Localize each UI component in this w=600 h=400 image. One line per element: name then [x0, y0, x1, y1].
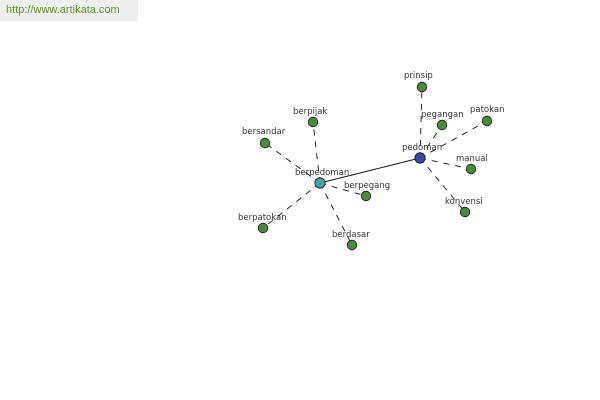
node-label-prinsip[interactable]: prinsip — [404, 71, 433, 81]
node-label-konvensi[interactable]: konvensi — [445, 197, 483, 207]
node-berpegang[interactable] — [360, 190, 372, 202]
edges-layer — [262, 86, 488, 246]
edge-pedoman-patokan — [419, 120, 488, 159]
node-berdasar[interactable] — [346, 239, 358, 251]
node-berpijak[interactable] — [307, 116, 319, 128]
node-manual[interactable] — [465, 163, 477, 175]
node-prinsip[interactable] — [416, 81, 428, 93]
labels-layer: pedoman berpedoman prinsip pegangan patokan m… — [238, 71, 505, 240]
node-label-berpedoman[interactable]: berpedoman — [295, 168, 349, 178]
edge-berpedoman-berpijak — [312, 121, 321, 184]
source-url-link[interactable]: http://www.artikata.com — [6, 4, 120, 16]
node-label-berdasar[interactable]: berdasar — [332, 230, 370, 240]
node-label-berpijak[interactable]: berpijak — [293, 107, 327, 117]
node-label-bersandar[interactable]: bersandar — [242, 127, 286, 137]
node-bersandar[interactable] — [259, 137, 271, 149]
node-patokan[interactable] — [481, 115, 493, 127]
edge-pedoman-berpedoman — [319, 157, 421, 184]
nodes-layer — [257, 81, 493, 251]
node-label-berpegang[interactable]: berpegang — [344, 181, 390, 191]
node-berpatokan[interactable] — [257, 222, 269, 234]
node-label-patokan[interactable]: patokan — [470, 105, 505, 115]
node-konvensi[interactable] — [459, 206, 471, 218]
edge-pedoman-manual — [419, 157, 472, 170]
edge-berpedoman-berpatokan — [262, 182, 321, 229]
node-berpedoman[interactable] — [314, 177, 326, 189]
node-pegangan[interactable] — [436, 119, 448, 131]
edge-berpedoman-berpegang — [319, 182, 367, 197]
node-label-pegangan[interactable]: pegangan — [421, 110, 464, 120]
edge-pedoman-pegangan — [419, 124, 443, 159]
node-label-pedoman[interactable]: pedoman — [402, 143, 442, 153]
node-label-berpatokan[interactable]: berpatokan — [238, 213, 287, 223]
node-pedoman[interactable] — [414, 152, 426, 164]
source-banner: http://www.artikata.com — [0, 0, 138, 21]
node-label-manual[interactable]: manual — [456, 154, 488, 164]
